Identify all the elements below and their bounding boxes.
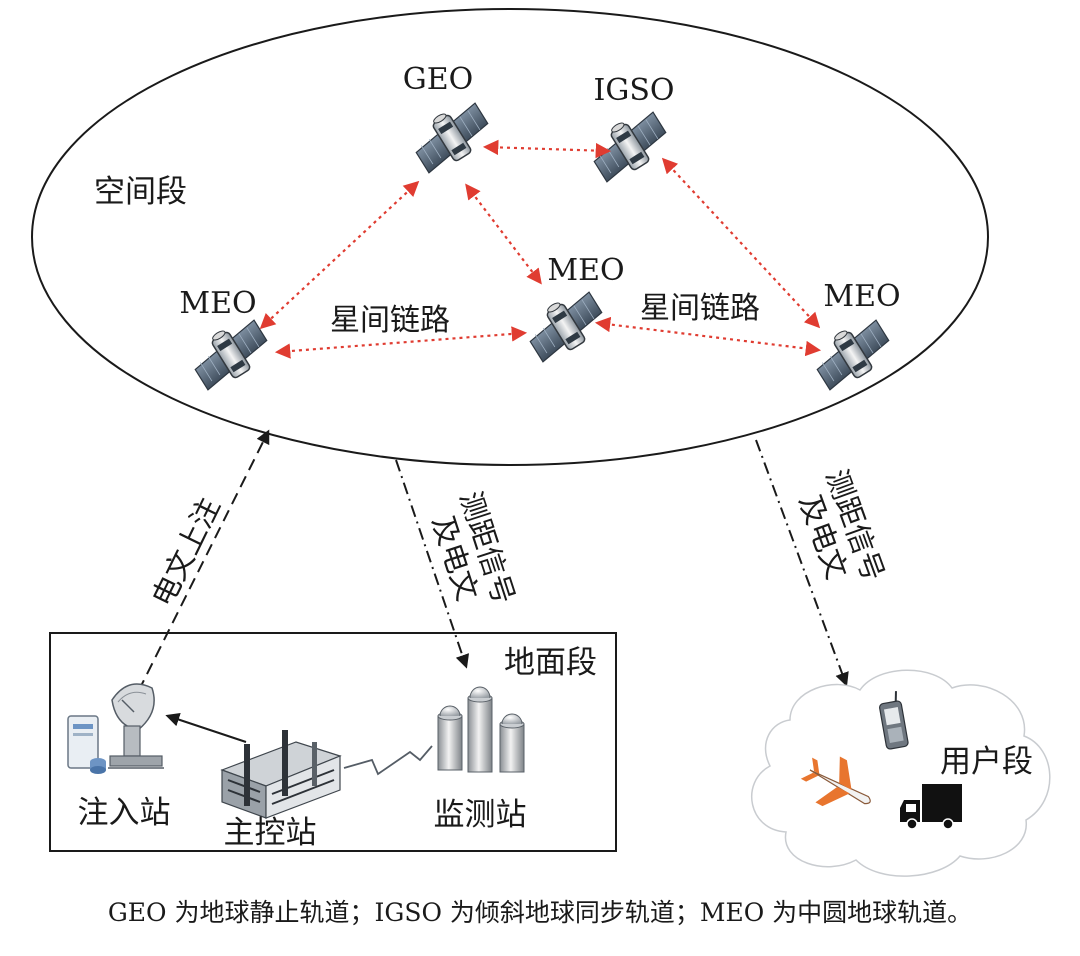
uplink-label-group: 电文上注 bbox=[145, 492, 226, 611]
master-control-station-icon bbox=[220, 730, 342, 819]
mobile-phone-icon bbox=[879, 691, 909, 750]
meo-left-satellite-icon bbox=[184, 312, 276, 395]
monitoring-station-icon bbox=[437, 686, 525, 773]
figure-caption: GEO 为地球静止轨道；IGSO 为倾斜地球同步轨道；MEO 为中圆地球轨道。 bbox=[107, 898, 973, 927]
airplane-icon bbox=[800, 756, 871, 807]
injection-station-label: 注入站 bbox=[78, 795, 171, 831]
ground-segment-box bbox=[49, 632, 617, 852]
ground-segment-label: 地面段 bbox=[504, 645, 597, 681]
space-segment-label: 空间段 bbox=[94, 174, 187, 210]
ranging-to-user-line bbox=[755, 439, 849, 687]
intersatellite-links bbox=[259, 139, 822, 359]
space-segment-ellipse bbox=[31, 8, 989, 466]
meo-right-satellite-icon bbox=[806, 312, 898, 395]
user-segment-cloud bbox=[751, 669, 1051, 877]
link-geo-igso bbox=[482, 139, 612, 159]
monitoring-station-label: 监测站 bbox=[434, 797, 527, 833]
uplink-label: 电文上注 bbox=[145, 492, 226, 611]
geo-label: GEO bbox=[403, 62, 473, 97]
ranging-to-user-label-group: 测距信号 及电文 bbox=[792, 465, 891, 586]
meo-center-label: MEO bbox=[547, 253, 624, 288]
geo-satellite-icon bbox=[405, 95, 497, 178]
igso-label: IGSO bbox=[594, 73, 675, 108]
uplink-line bbox=[129, 429, 270, 709]
link-meo-center-right bbox=[594, 316, 822, 357]
meo-left-label: MEO bbox=[179, 286, 256, 321]
ranging-to-ground-label-group: 测距信号 及电文 bbox=[425, 487, 521, 608]
link-igso-meo-right bbox=[661, 157, 821, 329]
wireless-link-icon bbox=[343, 745, 433, 776]
meo-center-satellite-icon bbox=[519, 284, 611, 367]
master-control-station-label: 主控站 bbox=[224, 815, 317, 851]
meo-right-label: MEO bbox=[823, 279, 900, 314]
intersatellite-link-right-label: 星间链路 bbox=[640, 291, 760, 326]
injection-station-icon bbox=[67, 683, 164, 774]
igso-satellite-icon bbox=[583, 104, 675, 187]
link-geo-meo-center bbox=[465, 183, 542, 285]
link-geo-meo-left bbox=[259, 180, 420, 330]
truck-icon bbox=[900, 784, 962, 830]
link-meo-left-center bbox=[274, 326, 528, 359]
user-segment-label: 用户段 bbox=[940, 744, 1033, 780]
master-to-injection-arrow bbox=[165, 712, 247, 743]
intersatellite-link-left-label: 星间链路 bbox=[330, 303, 450, 338]
